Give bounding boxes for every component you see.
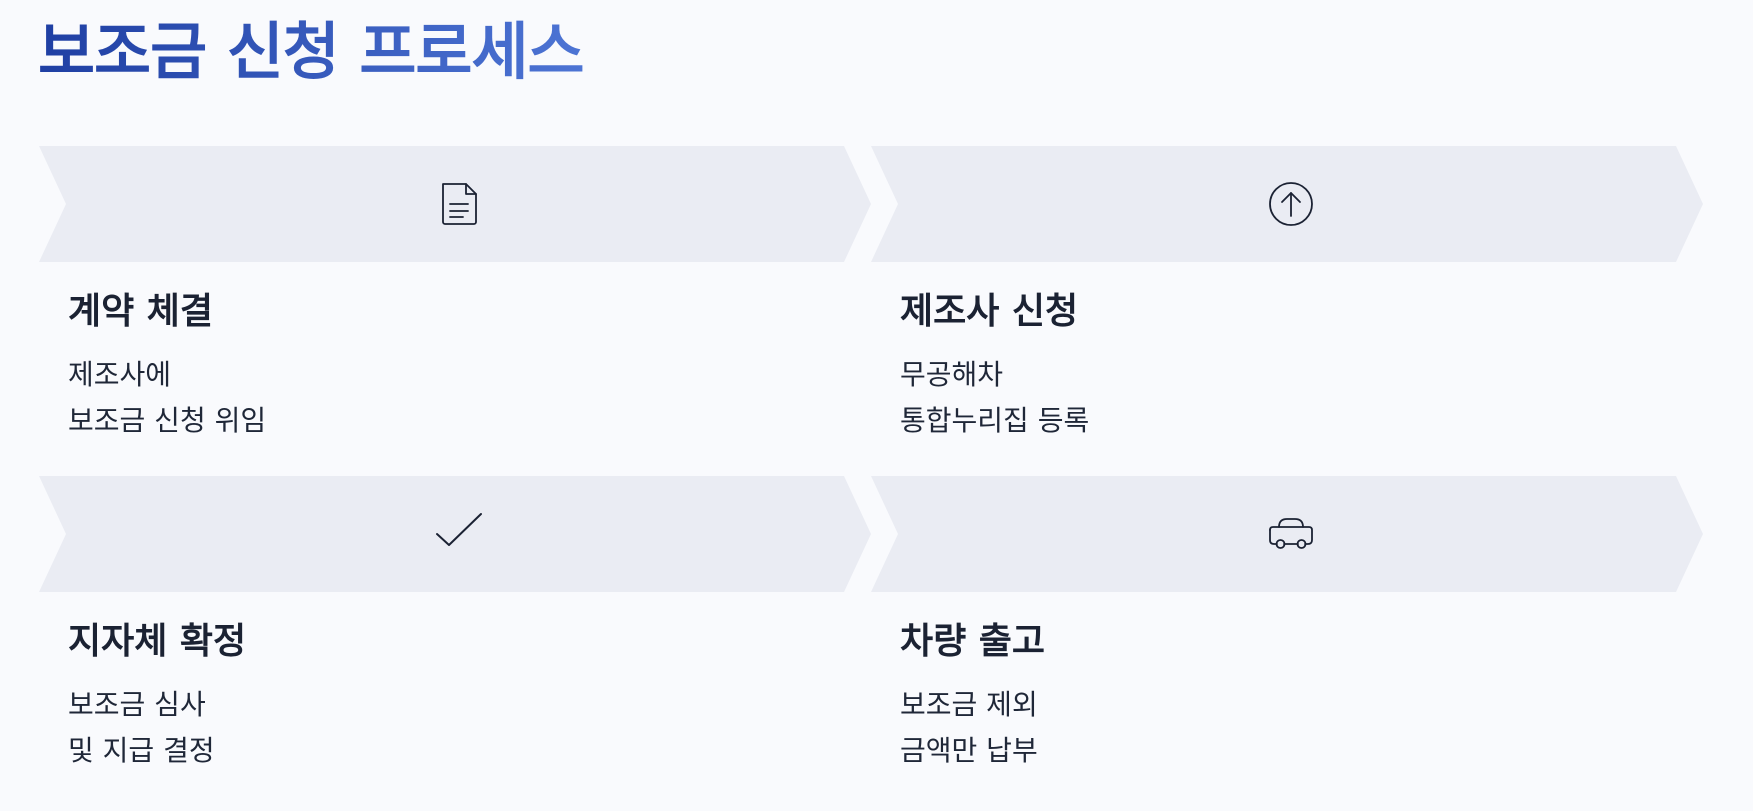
page-title: 보조금 신청 프로세스 bbox=[38, 12, 585, 92]
step-banner bbox=[871, 476, 1703, 592]
check-icon bbox=[436, 513, 482, 546]
step-banner bbox=[871, 146, 1703, 262]
upload-circle-icon bbox=[1269, 182, 1313, 226]
step-title: 차량 출고 bbox=[900, 621, 1046, 662]
step-manufacturer-apply: 제조사 신청 무공해차 통합누리집 등록 bbox=[871, 146, 1703, 466]
step-description-line: 통합누리집 등록 bbox=[900, 404, 1090, 437]
step-title: 지자체 확정 bbox=[68, 621, 247, 662]
step-description-line: 보조금 심사 bbox=[68, 688, 206, 721]
step-description-line: 및 지급 결정 bbox=[68, 734, 215, 767]
step-description-line: 보조금 제외 bbox=[900, 688, 1038, 721]
step-vehicle-delivery: 차량 출고 보조금 제외 금액만 납부 bbox=[871, 476, 1703, 796]
step-description-line: 보조금 신청 위임 bbox=[68, 404, 267, 437]
step-contract: 계약 체결 제조사에 보조금 신청 위임 bbox=[39, 146, 871, 466]
step-banner bbox=[39, 146, 871, 262]
document-icon bbox=[442, 183, 477, 225]
car-icon bbox=[1269, 518, 1313, 549]
step-banner bbox=[39, 476, 871, 592]
step-local-gov-confirm: 지자체 확정 보조금 심사 및 지급 결정 bbox=[39, 476, 871, 796]
step-description-line: 제조사에 bbox=[68, 358, 172, 391]
step-description-line: 무공해차 bbox=[900, 358, 1004, 391]
step-title: 계약 체결 bbox=[68, 291, 214, 332]
step-description: 보조금 심사 및 지급 결정 bbox=[68, 682, 215, 774]
step-description: 무공해차 통합누리집 등록 bbox=[900, 352, 1089, 444]
step-description: 보조금 제외 금액만 납부 bbox=[900, 682, 1038, 774]
step-description: 제조사에 보조금 신청 위임 bbox=[68, 352, 266, 444]
step-title: 제조사 신청 bbox=[900, 291, 1079, 332]
step-description-line: 금액만 납부 bbox=[900, 734, 1038, 767]
